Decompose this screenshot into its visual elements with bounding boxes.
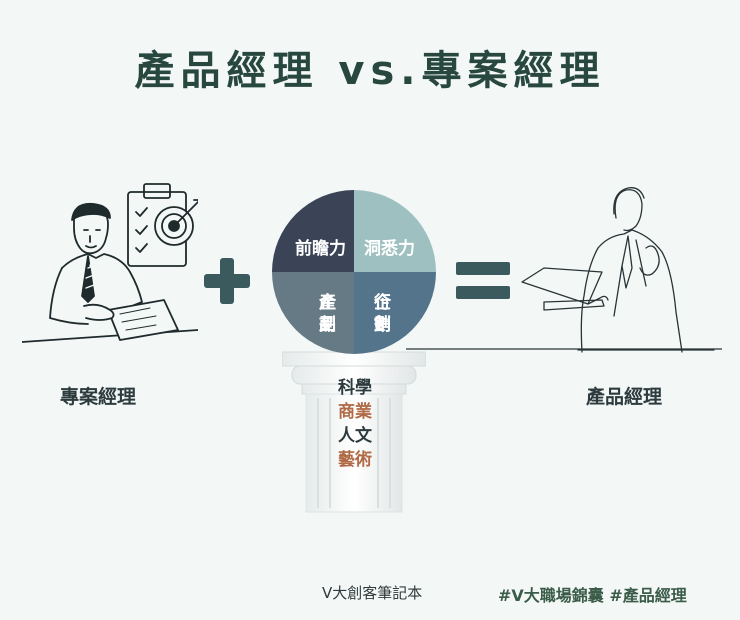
product-manager-label: 產品經理 [586, 386, 663, 408]
quadrant-insight: 洞悉力 [354, 190, 436, 272]
quadrant-product-planning: 產品企劃 [272, 272, 354, 354]
product-manager-illustration [521, 187, 715, 353]
discipline-item: 人文 [338, 426, 372, 446]
quadrant-foresight-label: 前瞻力 [295, 239, 346, 259]
page-title: 產品經理 vs.專案經理 [134, 48, 606, 94]
baseline-divider [406, 348, 722, 350]
project-manager-illustration [22, 183, 198, 343]
plus-icon [204, 258, 250, 304]
pillar-disciplines: 科學 商業 人文 藝術 [332, 376, 378, 472]
pillar-icon [282, 351, 426, 513]
quadrant-marketing-planning: 行銷企劃 [354, 272, 436, 354]
quadrant-insight-label: 洞悉力 [364, 239, 415, 259]
quadrant-foresight: 前瞻力 [272, 190, 354, 272]
credit-text: V大創客筆記本 [322, 584, 423, 602]
quadrant-marketing-label-1: 行銷 [374, 293, 391, 335]
quadrant-product-label-1: 產品 [319, 293, 336, 335]
discipline-item: 科學 [338, 378, 372, 398]
discipline-item: 藝術 [338, 450, 372, 470]
equals-icon [456, 262, 510, 300]
clipboard-target-icon [127, 183, 198, 267]
hashtags-text: #V大職場錦囊 #產品經理 [498, 586, 687, 605]
quadrant-product-label-2: 企劃 [319, 293, 336, 335]
discipline-item: 商業 [338, 402, 372, 422]
quadrant-marketing-label-2: 企劃 [374, 293, 391, 335]
capability-circle: 前瞻力 洞悉力 產品企劃 行銷企劃 [272, 190, 436, 354]
project-manager-label: 專案經理 [60, 386, 137, 408]
